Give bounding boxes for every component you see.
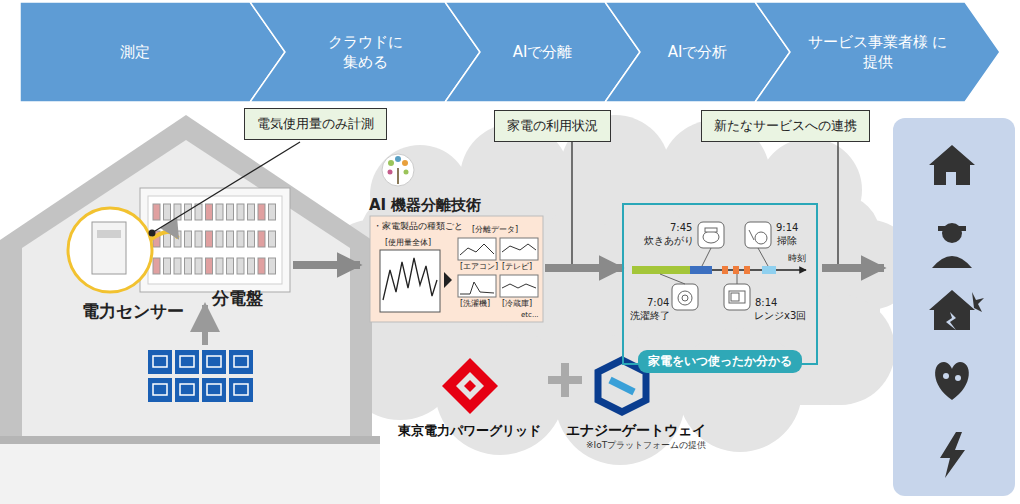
event-label: 時刻 [788,253,806,263]
service-panel [893,118,1015,496]
process-chevron: AIで分析 [605,2,790,102]
ai-logo [382,154,414,186]
step-label: サービス事業者様 に提供 [803,32,953,73]
flow-arrow [202,305,208,345]
chart-label: [分離データ] [472,225,518,234]
sensor-label: 電力センサー [82,300,184,323]
step-label: クラウドに 集める [320,32,410,73]
step-label: 測定 [120,42,150,62]
house [0,115,380,504]
cloud [325,115,915,465]
box-note: ・家電製品の種類ごと [373,220,463,233]
sensor [92,222,126,274]
step-label: AIで分離 [513,42,573,62]
chevron-shape [250,2,480,102]
event-label: レンジx3回 [754,310,806,322]
event-label: 掃除 [777,235,797,247]
chart-label: etc... [521,311,539,319]
leader-line [571,142,572,264]
tepco-logo [442,358,498,414]
plus-sign [548,363,582,397]
event-label: 炊きあがり [644,235,694,247]
part-label: 分電盤 [212,289,263,309]
callout-box: 家電の利用状況 [494,110,611,142]
distribution-panel [140,188,290,292]
leader-dot [149,230,156,237]
leader-line [155,142,300,231]
company-label: エナジーゲートウェイ [566,422,706,438]
chart-label: [冷蔵庫] [502,299,532,308]
chevron-shape [755,2,1000,102]
sensor-circle [68,208,152,292]
event-label: 7:45 [670,222,692,234]
service-icons [929,145,984,478]
step-label: AIで分析 [668,42,728,62]
event-label: 8:14 [755,297,777,309]
process-chevron: 測定 [20,2,285,102]
leader-line [837,142,838,264]
flow-arrow [293,261,360,269]
callout-box: 新たなサービスへの連携 [701,110,870,142]
usage-segments [632,266,776,274]
event-label: 9:14 [776,222,798,234]
appliance-icons [148,350,253,402]
chart-label: [テレビ] [502,262,532,271]
chart-label: [エアコン] [460,262,498,271]
chevron-shape [20,2,285,102]
callout-text: 電気使用量のみ計測 [257,115,374,133]
chart [380,250,440,312]
event-label: 7:04 [647,297,669,309]
company-label: 東京電力パワーグリッド [398,424,541,439]
company-label: ※IoTプラットフォームの提供 [586,440,706,450]
ai-panel [370,216,543,322]
callout-box: 電気使用量のみ計測 [244,108,387,140]
callout-text: 家電の利用状況 [507,117,598,135]
chart-label: [洗濯機] [460,299,490,308]
callout-text: 新たなサービスへの連携 [714,117,857,135]
sensor-highlight: 電力センサー [60,206,210,326]
event-label: 洗濯終了 [630,310,670,322]
process-chevron: クラウドに 集める [250,2,480,102]
chart-label: [使用量全体] [385,238,431,247]
box-heading: AI 機器分離技術 [369,196,481,215]
process-chevron: サービス事業者様 に提供 [755,2,1000,102]
timeline-caption: 家電をいつ使ったか分かる [638,350,802,373]
process-chevron: AIで分離 [445,2,640,102]
flow-arrow [822,264,884,272]
flow-arrow [545,264,622,272]
